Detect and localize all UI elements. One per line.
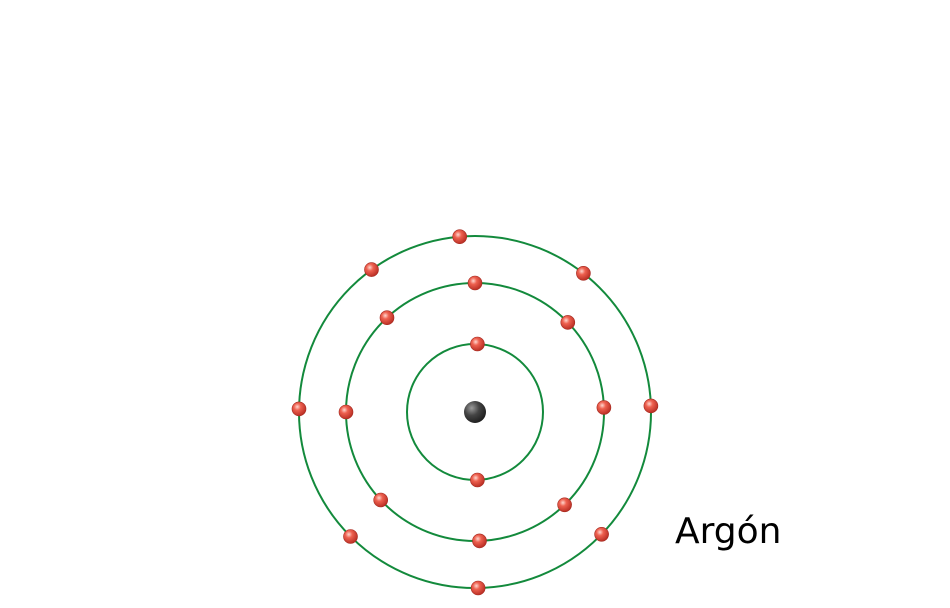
electron-icon [472,533,487,549]
electron-icon [470,336,485,352]
electron-icon [576,265,591,281]
electron-icon [379,310,395,326]
electron-group [291,229,659,596]
electron-icon [470,472,485,488]
electron-icon [470,580,486,596]
electron-icon [596,400,612,415]
electron-icon [373,492,389,508]
electron-icon [291,401,307,417]
electron-icon [343,529,358,544]
electron-icon [364,262,379,277]
electron-icon [560,315,576,330]
electron-icon [643,398,659,414]
electron-icon [452,229,468,244]
electron-icon [557,497,572,513]
nucleus-icon [464,401,486,423]
electron-icon [594,526,609,542]
electron-icon [338,404,354,420]
element-name-label: Argón [675,511,782,552]
electron-icon [467,275,483,291]
